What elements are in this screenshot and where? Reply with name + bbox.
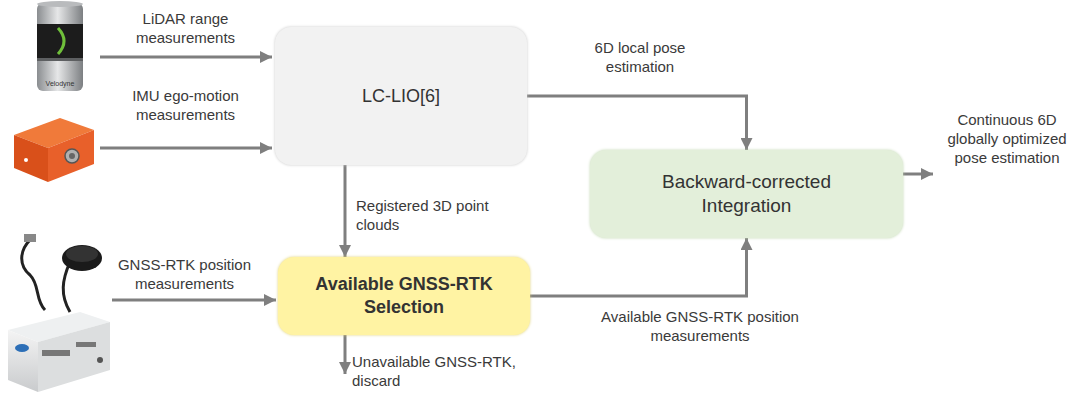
edge-label: Registered 3D point clouds xyxy=(356,196,516,234)
signal-label: GNSS-RTK position measurements xyxy=(112,255,257,293)
flow-arrow xyxy=(530,238,747,296)
edge-label: Available GNSS-RTK position measurements xyxy=(600,307,800,345)
brand-label: Velodyne xyxy=(40,78,80,89)
signal-label: IMU ego-motion measurements xyxy=(118,86,253,124)
process-box: LC-LIO[6] xyxy=(275,27,527,165)
gnss-receiver xyxy=(8,234,110,392)
box-title: Available GNSS-RTK Selection xyxy=(294,273,514,319)
lidar-sensor xyxy=(37,1,83,91)
imu-sensor xyxy=(14,118,94,182)
box-title: Backward-corrected Integration xyxy=(632,170,862,218)
flow-arrow xyxy=(527,96,747,150)
edge-label: 6D local pose estimation xyxy=(575,38,705,76)
signal-label: LiDAR range measurements xyxy=(118,9,253,47)
selection-box: Available GNSS-RTK Selection xyxy=(278,257,530,335)
box-title: LC-LIO[6] xyxy=(362,85,440,108)
flow-arrow xyxy=(344,165,347,257)
integration-box: Backward-corrected Integration xyxy=(590,150,903,238)
output-label: Continuous 6D globally optimized pose es… xyxy=(937,110,1077,167)
note-label: Unavailable GNSS-RTK, discard xyxy=(352,352,527,390)
